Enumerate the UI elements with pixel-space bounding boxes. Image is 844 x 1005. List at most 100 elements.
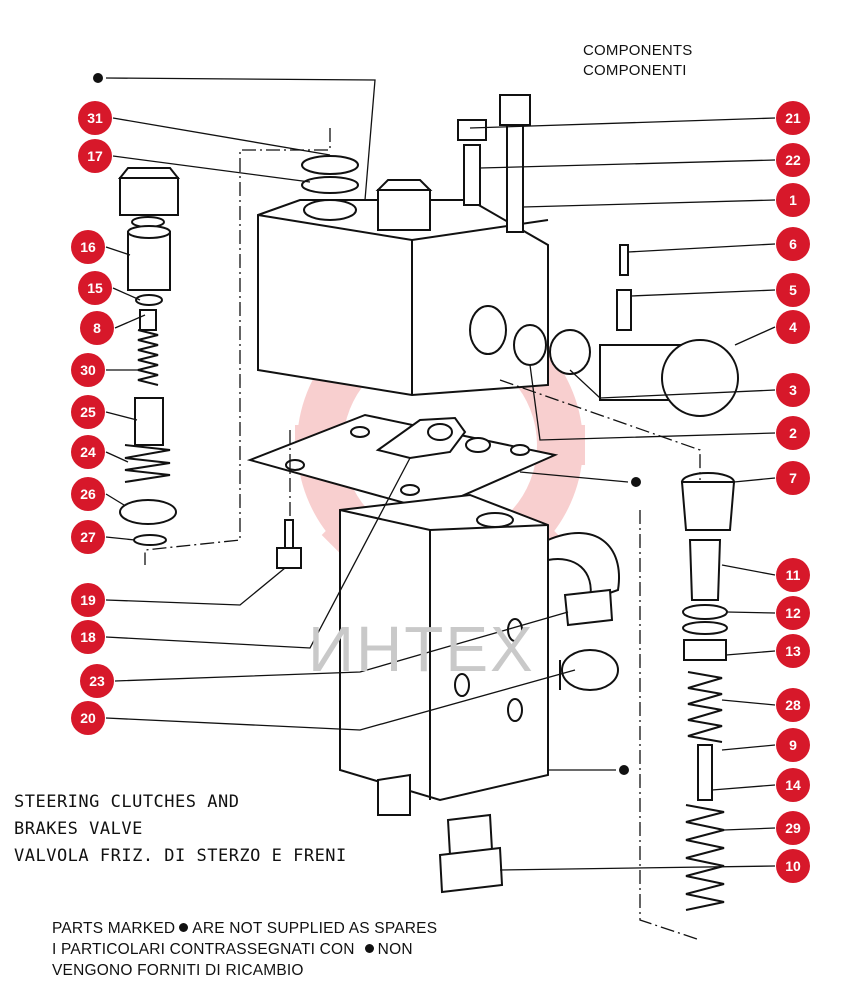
callout-23: 23 xyxy=(80,664,114,698)
callout-badges: 3117161583025242627191823202122165432711… xyxy=(71,101,810,883)
callout-11: 11 xyxy=(776,558,810,592)
callout-15: 15 xyxy=(78,271,112,305)
leader-line-16 xyxy=(105,246,131,256)
callout-3: 3 xyxy=(776,373,810,407)
callout-13: 13 xyxy=(776,634,810,668)
callout-badge-27 xyxy=(71,520,105,554)
leader-line-8 xyxy=(114,314,146,329)
callout-number-10: 10 xyxy=(785,858,801,874)
callout-badge-9 xyxy=(776,728,810,762)
callout-number-5: 5 xyxy=(789,282,797,298)
callout-number-17: 17 xyxy=(87,148,103,164)
callout-number-6: 6 xyxy=(789,236,797,252)
left-parts-stack xyxy=(117,155,359,569)
leader-line-18 xyxy=(105,457,411,649)
header-componenti: COMPONENTI xyxy=(583,62,687,79)
callout-number-30: 30 xyxy=(80,362,96,378)
callout-27: 27 xyxy=(71,520,105,554)
title-line-3: VALVOLA FRIZ. DI STERZO E FRENI xyxy=(14,846,347,866)
callout-badge-20 xyxy=(71,701,105,735)
lever-part xyxy=(375,416,467,460)
callout-badge-5 xyxy=(776,273,810,307)
bullet-icon xyxy=(364,944,374,954)
callout-16: 16 xyxy=(71,230,105,264)
callout-number-3: 3 xyxy=(789,382,797,398)
upper-valve-body xyxy=(257,179,549,397)
note-line-2: I PARTICOLARI CONTRASSEGNATI CON NON xyxy=(52,939,437,960)
leader-line-23 xyxy=(114,611,569,682)
callout-badge-30 xyxy=(71,353,105,387)
title-line-2: BRAKES VALVE xyxy=(14,819,143,839)
callout-badge-13 xyxy=(776,634,810,668)
note-line-1b: ARE NOT SUPPLIED AS SPARES xyxy=(192,920,438,937)
callout-badge-25 xyxy=(71,395,105,429)
callout-badge-10 xyxy=(776,849,810,883)
callout-badge-23 xyxy=(80,664,114,698)
callout-6: 6 xyxy=(776,227,810,261)
callout-18: 18 xyxy=(71,620,105,654)
callout-19: 19 xyxy=(71,583,105,617)
leader-line-25 xyxy=(105,411,138,421)
leader-line-28 xyxy=(721,699,776,706)
callout-7: 7 xyxy=(776,461,810,495)
leader-line-26 xyxy=(105,493,125,506)
leader-line-9 xyxy=(721,744,776,751)
callout-number-22: 22 xyxy=(785,152,801,168)
callout-badge-16 xyxy=(71,230,105,264)
callout-badge-15 xyxy=(78,271,112,305)
leader-line-13 xyxy=(725,650,776,656)
callout-badge-31 xyxy=(78,101,112,135)
diagram-title: STEERING CLUTCHES AND BRAKES VALVE VALVO… xyxy=(14,789,347,870)
callout-number-4: 4 xyxy=(789,319,797,335)
right-parts xyxy=(513,244,739,911)
callout-24: 24 xyxy=(71,435,105,469)
leader-line-17 xyxy=(112,155,311,183)
callout-number-14: 14 xyxy=(785,777,801,793)
callout-2: 2 xyxy=(776,416,810,450)
note-line-2b: NON xyxy=(377,941,413,958)
leader-line-3 xyxy=(569,369,776,399)
callout-leaders xyxy=(105,117,776,871)
callout-badge-18 xyxy=(71,620,105,654)
callout-badge-11 xyxy=(776,558,810,592)
callout-badge-7 xyxy=(776,461,810,495)
alignment-lines xyxy=(144,128,701,941)
leader-line-10 xyxy=(499,865,776,871)
callout-20: 20 xyxy=(71,701,105,735)
leader-line-31 xyxy=(112,117,331,156)
callout-number-8: 8 xyxy=(93,320,101,336)
callout-badge-14 xyxy=(776,768,810,802)
callout-badge-28 xyxy=(776,688,810,722)
callout-badge-22 xyxy=(776,143,810,177)
callout-21: 21 xyxy=(776,101,810,135)
not-supplied-markers xyxy=(93,73,641,775)
callout-badge-21 xyxy=(776,101,810,135)
leader-line-14 xyxy=(711,784,776,791)
callout-number-29: 29 xyxy=(785,820,801,836)
callout-number-19: 19 xyxy=(80,592,96,608)
leader-line-15 xyxy=(112,287,141,301)
bottom-fitting xyxy=(438,813,504,894)
callout-29: 29 xyxy=(776,811,810,845)
top-bolts xyxy=(457,94,531,233)
callout-badge-29 xyxy=(776,811,810,845)
callout-number-28: 28 xyxy=(785,697,801,713)
note-line-2a: I PARTICOLARI CONTRASSEGNATI CON xyxy=(52,941,355,958)
callout-8: 8 xyxy=(80,311,114,345)
header-components: COMPONENTS xyxy=(583,42,693,59)
title-line-1: STEERING CLUTCHES AND xyxy=(14,792,240,812)
leader-line-27 xyxy=(105,536,136,541)
leader-line-22 xyxy=(479,159,776,169)
leader-line-7 xyxy=(733,477,776,483)
leader-line-2 xyxy=(529,364,776,441)
callout-number-1: 1 xyxy=(789,192,797,208)
leader-line-29 xyxy=(723,827,776,831)
callout-number-15: 15 xyxy=(87,280,103,296)
callout-5: 5 xyxy=(776,273,810,307)
callout-badge-4 xyxy=(776,310,810,344)
leader-line-21 xyxy=(469,117,776,129)
leader-line-19 xyxy=(105,567,286,606)
callout-badge-26 xyxy=(71,477,105,511)
